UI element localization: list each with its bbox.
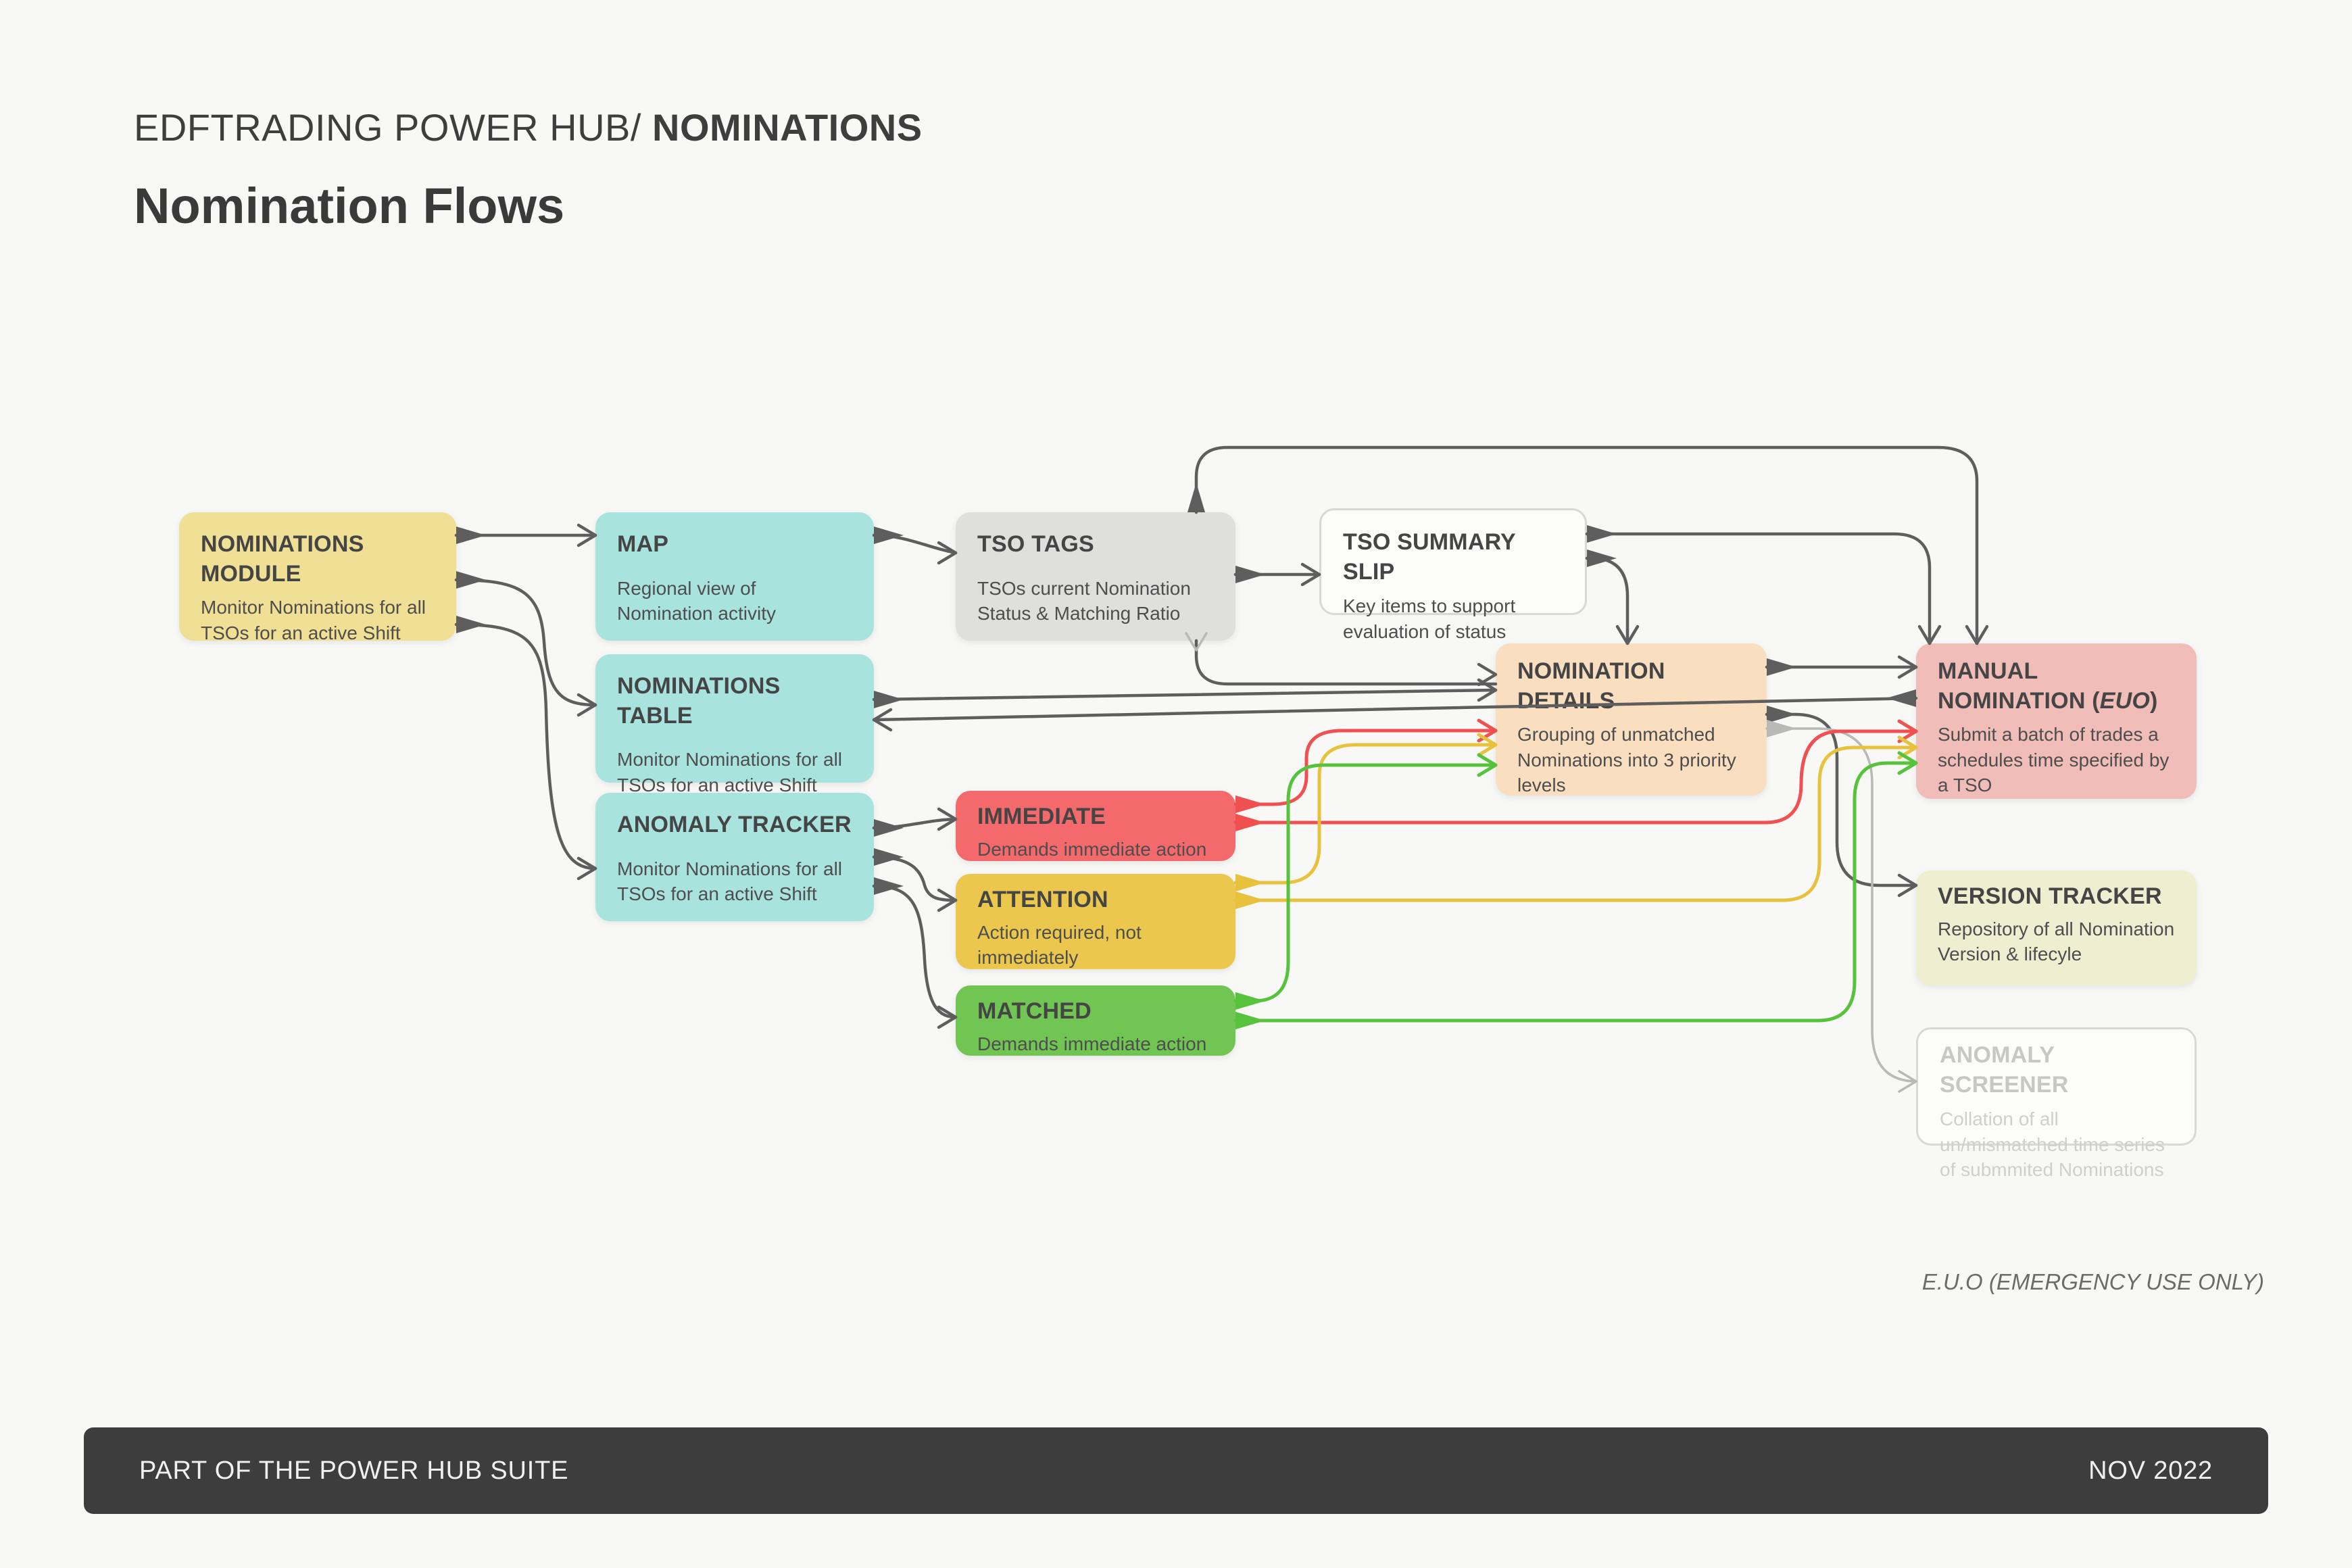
arrowhead-icon [1477, 662, 1498, 687]
node-body: Monitor Nominations for all TSOs for an … [617, 749, 843, 795]
connector-tail-icon [1767, 706, 1796, 723]
node-anomaly-screener[interactable]: ANOMALY SCREENER Collation of all un/mis… [1916, 1027, 2197, 1180]
node-nomination-details[interactable]: NOMINATION DETAILS Grouping of unmatched… [1496, 643, 1767, 795]
connector-tail-icon [1587, 525, 1617, 543]
node-title: NOMINATION DETAILS [1517, 658, 1665, 714]
node-title: TSO TAGS [977, 531, 1094, 557]
node-title: MANUAL NOMINATION (EUO) [1938, 658, 2158, 714]
connector-tail-icon [874, 848, 904, 866]
node-body: Grouping of unmatched Nominations into 3… [1517, 724, 1736, 796]
node-body: Collation of all un/mismatched time seri… [1940, 1108, 2165, 1181]
arrowhead-icon [1477, 718, 1498, 743]
connector-tail-icon [1235, 891, 1265, 909]
node-version-tracker[interactable]: VERSION TRACKER Repository of all Nomina… [1916, 871, 2197, 985]
node-title: NOMINATIONS TABLE [617, 673, 781, 729]
arrowhead-icon [937, 1005, 958, 1029]
arrowhead-icon [1897, 719, 1918, 743]
header-section: NOMINATIONS [652, 105, 923, 149]
arrowhead-icon [1477, 733, 1498, 757]
arrowhead-icon [1897, 655, 1918, 679]
node-title: MATCHED [977, 998, 1092, 1024]
arrowhead-icon [937, 541, 958, 565]
node-body: Key items to support evaluation of statu… [1343, 595, 1516, 642]
arrowhead-icon [1897, 735, 1918, 760]
connector-tail-icon [1767, 658, 1796, 676]
node-body: Regional view of Nomination activity [617, 577, 776, 624]
node-body: Demands immediate action [977, 838, 1207, 860]
node-title: VERSION TRACKER [1938, 883, 2162, 909]
connector-tail-icon [1235, 992, 1265, 1010]
node-immediate[interactable]: IMMEDIATE Demands immediate action [956, 791, 1235, 861]
arrowhead-icon [577, 693, 597, 717]
connector-tail-icon [874, 691, 904, 708]
node-body: Monitor Nominations for all TSOs for an … [201, 597, 426, 643]
arrowhead-icon [577, 523, 597, 547]
connector-tail-icon [1235, 566, 1265, 583]
node-body: Repository of all Nomination Version & l… [1938, 918, 2175, 965]
arrowhead-icon [1898, 1070, 1917, 1093]
connector-tail-icon [1886, 689, 1916, 707]
connector-tail-icon [874, 526, 904, 544]
connector-tail-icon [1587, 549, 1617, 567]
arrowhead-icon [1965, 624, 1989, 645]
node-body: Monitor Nominations for all TSOs for an … [617, 858, 843, 905]
arrowhead-icon [577, 856, 597, 881]
connector-tail-icon [1187, 483, 1205, 512]
footer-bar: PART OF THE POWER HUB SUITE NOV 2022 [84, 1427, 2268, 1514]
connector-tail-icon [456, 526, 486, 544]
node-anomaly-tracker[interactable]: ANOMALY TRACKER Monitor Nominations for … [595, 793, 874, 921]
connector-tail-icon [456, 571, 486, 589]
arrowhead-icon [1477, 678, 1498, 702]
connector-tail-icon [1235, 795, 1265, 813]
arrowhead-icon [937, 807, 958, 831]
app-header: EDFTRADING POWER HUB/ NOMINATIONS [134, 105, 923, 149]
connector-tail-icon [874, 877, 904, 895]
connector-tail-icon [874, 819, 904, 837]
connector-tail-icon [1235, 814, 1265, 831]
node-body: Submit a batch of trades a schedules tim… [1938, 724, 2170, 796]
connector-tail-icon [1767, 720, 1796, 737]
node-title: ANOMALY TRACKER [617, 812, 852, 837]
node-title: TSO SUMMARY SLIP [1343, 529, 1516, 585]
page-title: Nomination Flows [134, 178, 565, 234]
arrowhead-icon [1897, 873, 1918, 898]
arrowhead-icon [1615, 624, 1640, 645]
node-nominations-module[interactable]: NOMINATIONS MODULE Monitor Nominations f… [179, 512, 456, 643]
arrowhead-icon [937, 888, 958, 912]
node-title: ANOMALY SCREENER [1940, 1042, 2069, 1098]
euo-note: E.U.O (EMERGENCY USE ONLY) [1921, 1269, 2264, 1294]
arrowhead-icon [1477, 753, 1498, 777]
footer-date: NOV 2022 [2088, 1456, 2213, 1485]
node-title: NOMINATIONS MODULE [201, 531, 364, 587]
arrowhead-icon [1897, 751, 1918, 775]
node-attention[interactable]: ATTENTION Action required, not immediate… [956, 874, 1235, 969]
node-body: Demands immediate action [977, 1033, 1207, 1054]
node-tso-summary-slip[interactable]: TSO SUMMARY SLIP Key items to support ev… [1319, 508, 1587, 642]
node-title: MAP [617, 531, 669, 557]
node-manual-nomination[interactable]: MANUAL NOMINATION (EUO) Submit a batch o… [1916, 643, 2197, 799]
node-tso-tags[interactable]: TSO TAGS TSOs current Nomination Status … [956, 512, 1235, 641]
connector-tail-icon [1235, 874, 1265, 891]
arrowhead-icon [1300, 562, 1321, 587]
node-body: Action required, not immediately [977, 921, 1142, 969]
euo-italic: EUO [2099, 687, 2151, 714]
node-map[interactable]: MAP Regional view of Nomination activity [595, 512, 874, 641]
header-brand: EDFTRADING POWER HUB/ [134, 105, 641, 149]
node-title: ATTENTION [977, 887, 1108, 912]
connector-tail-icon [1235, 1012, 1265, 1029]
footer-left-text: PART OF THE POWER HUB SUITE [139, 1456, 569, 1485]
node-nominations-table[interactable]: NOMINATIONS TABLE Monitor Nominations fo… [595, 654, 874, 795]
arrowhead-icon [1917, 624, 1942, 645]
node-matched[interactable]: MATCHED Demands immediate action [956, 985, 1235, 1056]
node-body: TSOs current Nomination Status & Matchin… [977, 577, 1191, 624]
connector-tail-icon [456, 616, 486, 633]
node-title: IMMEDIATE [977, 804, 1106, 829]
arrowhead-icon [872, 708, 893, 732]
